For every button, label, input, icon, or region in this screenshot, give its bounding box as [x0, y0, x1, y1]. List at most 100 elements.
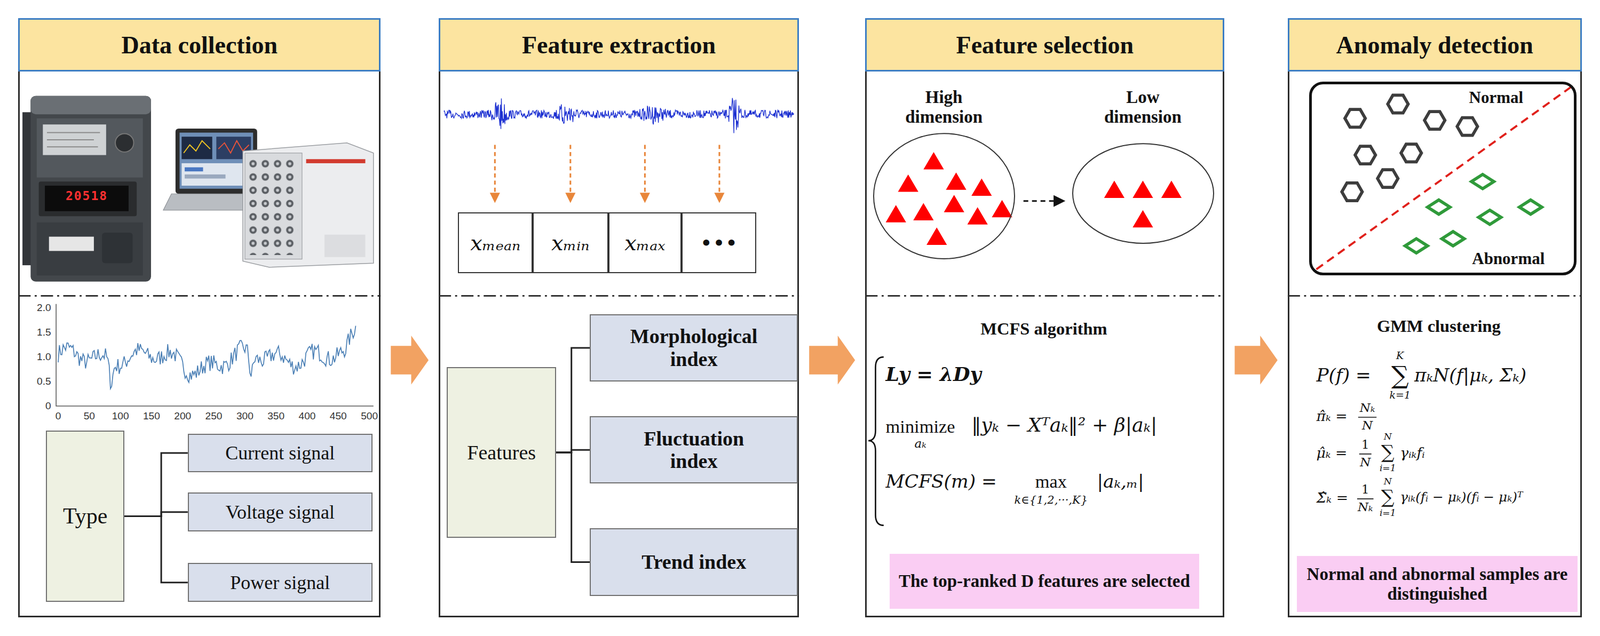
sample-points — [1424, 111, 1445, 130]
stage-panel: xₘₑₐₙxₘᵢₙxₘₐₓ•••FeaturesMorphological in… — [438, 18, 799, 617]
set-ellipse — [873, 133, 1015, 260]
stage-panel: TypeCurrent signalVoltage signalPower si… — [18, 18, 381, 617]
laptop — [181, 136, 212, 160]
energy-meter — [36, 222, 144, 276]
feature-triangles — [885, 152, 1182, 245]
signal-label: Voltage signal — [225, 501, 335, 524]
class-label: Abnormal — [1471, 249, 1545, 269]
index-label: Morphological index — [621, 325, 766, 371]
fraction-bar — [1358, 416, 1377, 418]
feature-triangles — [971, 178, 992, 197]
index-box: Fluctuation index — [589, 416, 798, 484]
feature-triangles — [885, 204, 907, 223]
feature-triangles — [926, 227, 947, 245]
formula: ‖yₖ − Xᵀaₖ‖² + β|aₖ| — [971, 414, 1158, 437]
panel-title: Data collection — [121, 31, 279, 60]
axis-tick: 50 — [83, 410, 95, 423]
formula: K — [1396, 350, 1404, 362]
index-label: Trend index — [641, 550, 747, 574]
flow-arrow — [1234, 335, 1278, 385]
fraction-bar — [1357, 417, 1377, 499]
energy-meter — [30, 96, 152, 282]
axis-tick: 1.5 — [36, 326, 52, 339]
sample-points — [1400, 144, 1422, 162]
energy-meter — [46, 132, 100, 134]
formula: ∑ — [1381, 441, 1395, 464]
panel-header: Data collection — [18, 18, 381, 72]
extraction-arrowhead — [714, 192, 725, 203]
energy-meter — [46, 146, 99, 148]
axis-tick: 300 — [236, 410, 254, 423]
feature-set: High dimension — [872, 87, 1016, 260]
signal-analyzer — [306, 159, 366, 164]
formula: Nₖ — [1359, 400, 1375, 415]
set-label: Low dimension — [1091, 87, 1194, 128]
energy-meter — [42, 124, 107, 155]
branch-connector — [124, 516, 188, 583]
formula: μ̂ₖ = — [1316, 445, 1348, 462]
extraction-arrowhead — [565, 192, 576, 203]
panel-title: Feature selection — [956, 31, 1135, 60]
flow-arrow — [809, 335, 855, 385]
energy-meter — [36, 118, 144, 178]
laptop — [184, 167, 203, 172]
energy-meter — [101, 232, 133, 264]
waveform — [444, 98, 795, 134]
separator-line — [18, 295, 1582, 297]
extraction-arrowhead — [639, 192, 651, 203]
category-box: Features — [446, 367, 557, 538]
extraction-arrow — [569, 145, 572, 195]
energy-meter — [22, 96, 152, 282]
formula: Nₖ — [1357, 500, 1373, 514]
signal-analyzer — [244, 153, 303, 260]
axis-tick: 150 — [143, 410, 161, 423]
axis-tick: 200 — [173, 410, 192, 423]
illustration-group — [18, 86, 1582, 526]
feature-triangles — [945, 172, 966, 190]
axis-tick: 500 — [360, 410, 378, 423]
index-box: Trend index — [589, 528, 798, 596]
energy-meter — [30, 96, 152, 115]
category-label: Features — [466, 441, 536, 465]
class-label: Normal — [1469, 88, 1524, 108]
formula: γᵢₖfᵢ — [1399, 445, 1425, 462]
feature-triangles — [991, 200, 1012, 218]
flow-arrow — [390, 335, 429, 385]
feature-triangles — [1161, 180, 1182, 198]
formula: ∑ — [1391, 361, 1409, 390]
sample-points — [1478, 210, 1501, 225]
sample-points — [1341, 183, 1362, 201]
axis-tick: 1.0 — [36, 351, 52, 363]
energy-meter — [38, 181, 138, 217]
axis-tick: 0.5 — [36, 375, 52, 388]
separator-line — [18, 295, 381, 297]
signal-curve — [58, 326, 356, 390]
feature-symbol: xₘₐₓ — [624, 231, 665, 256]
axis-tick: 400 — [298, 410, 316, 423]
formula: N — [1361, 418, 1373, 433]
sample-points — [1456, 117, 1478, 136]
chart-axis — [56, 304, 374, 407]
formula: max — [1035, 471, 1067, 493]
stage-panel: High dimensionLow dimensionThe top-ranke… — [865, 18, 1225, 617]
waveform — [444, 98, 795, 134]
separator-line — [865, 295, 1225, 297]
feature-triangles — [1132, 180, 1153, 198]
category-box: Type — [45, 430, 125, 603]
feature-triangles — [967, 207, 988, 225]
reduction-arrow — [1023, 200, 1066, 202]
index-box: Morphological index — [589, 314, 798, 382]
feature-symbol: xₘₑₐₙ — [470, 231, 521, 256]
connector-group — [124, 201, 1278, 583]
formula: i=1 — [1379, 463, 1397, 474]
formula: N — [1383, 431, 1392, 443]
panel-title: Anomaly detection — [1336, 31, 1534, 60]
feature-cell: xₘₑₐₙ — [457, 212, 533, 274]
extraction-arrow — [494, 145, 720, 195]
formula: 1 — [1361, 482, 1370, 497]
cluster-plot: NormalAbnormal — [1309, 81, 1577, 276]
axis-tick: 0 — [55, 410, 62, 423]
